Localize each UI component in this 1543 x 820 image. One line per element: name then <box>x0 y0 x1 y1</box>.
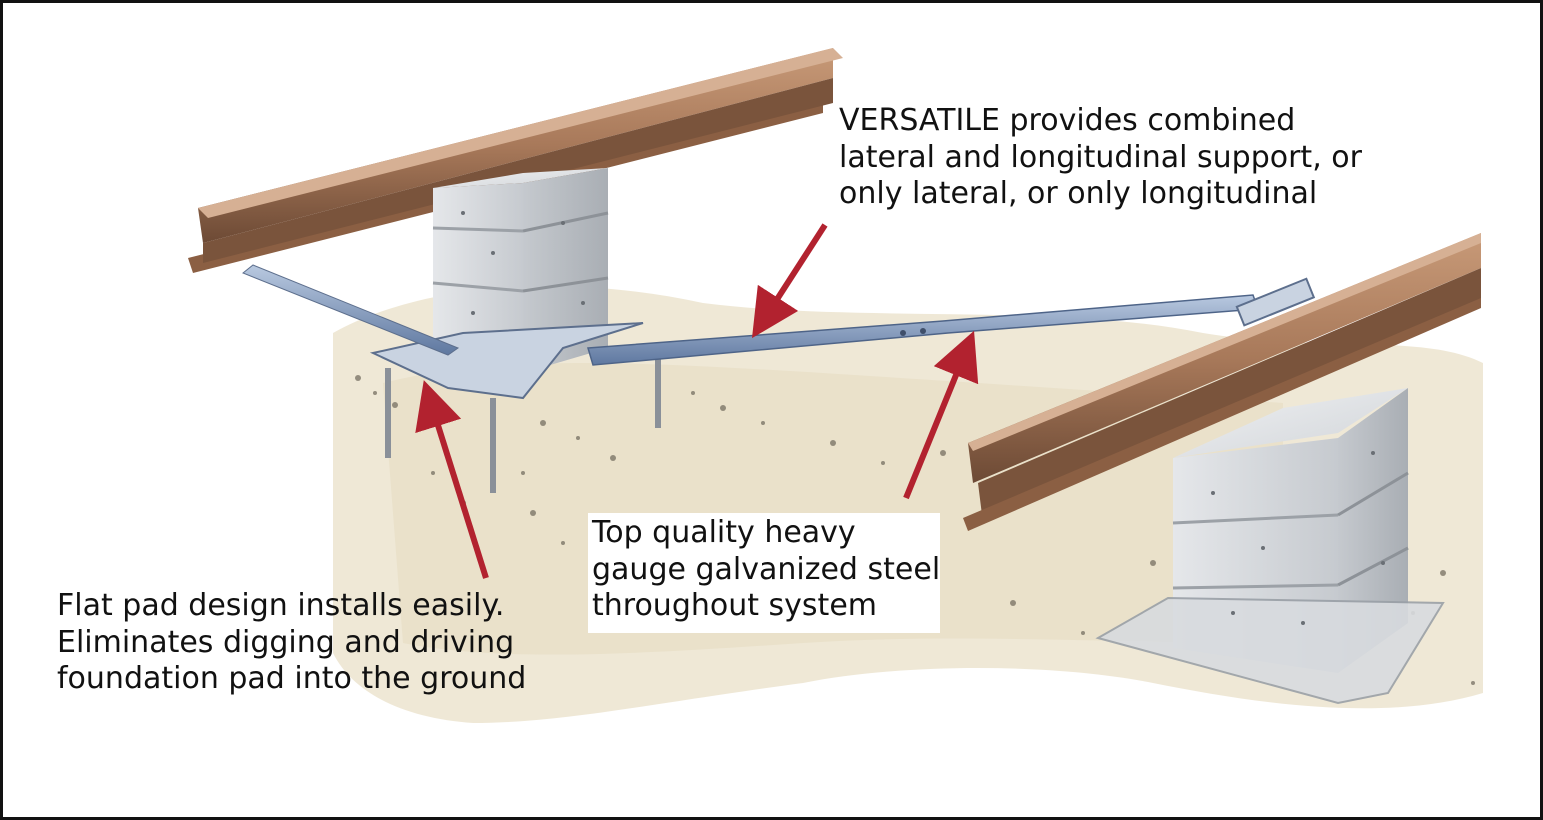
callout-steel-line-2: gauge galvanized steel <box>592 551 941 587</box>
callout-pad-line-3: foundation pad into the ground <box>57 661 527 697</box>
arrow-icon <box>903 330 979 500</box>
callout-steel-line-3: throughout system <box>592 588 877 624</box>
arrow-icon <box>751 223 828 339</box>
callout-steel-line-1: Top quality heavy <box>592 515 856 550</box>
callout-versatile-line-3: only lateral, or only longitudinal <box>839 176 1318 212</box>
left-strap <box>242 264 460 356</box>
left-concrete-pier <box>432 168 609 373</box>
callout-flat-pad: Flat pad design installs easily. Elimina… <box>57 588 526 698</box>
callout-pad-line-1: Flat pad design installs easily. <box>57 588 505 623</box>
arrow-icon <box>415 380 489 579</box>
callout-steel: Top quality heavy gauge galvanized steel… <box>588 513 940 633</box>
callout-versatile: VERSATILE provides combined lateral and … <box>835 103 1366 213</box>
callout-versatile-line-1: VERSATILE provides combined <box>839 103 1296 138</box>
right-i-beam <box>963 233 1481 531</box>
callout-versatile-line-2: lateral and longitudinal support, or <box>839 139 1362 175</box>
callout-pad-line-2: Eliminates digging and driving <box>57 624 515 660</box>
right-concrete-pier <box>1095 388 1445 705</box>
